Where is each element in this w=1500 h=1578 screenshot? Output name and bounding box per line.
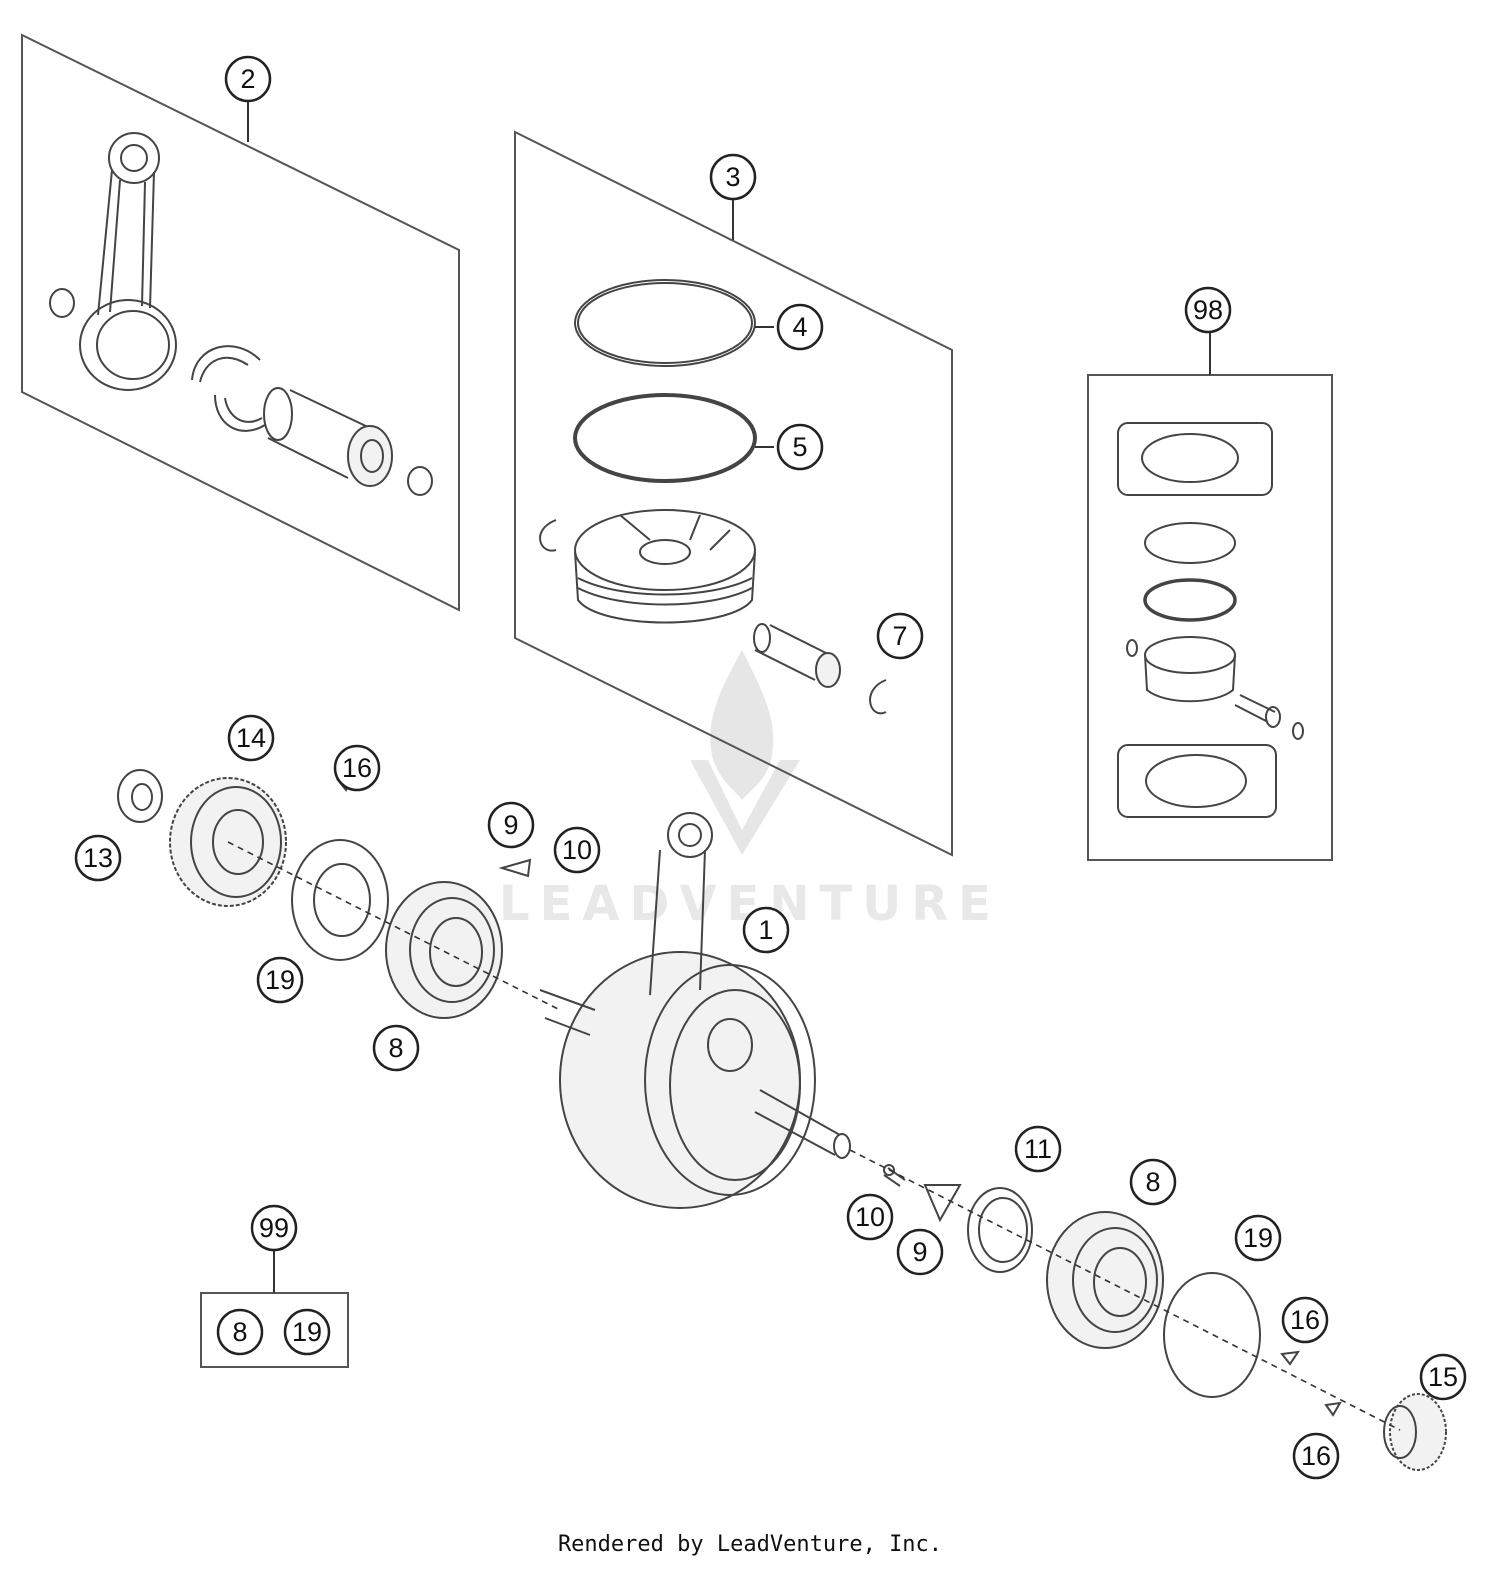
svg-text:19: 19 [1243, 1223, 1273, 1253]
callout-16-right[interactable]: 16 [1281, 1296, 1329, 1344]
callout-11[interactable]: 11 [1014, 1125, 1062, 1173]
svg-text:4: 4 [792, 312, 807, 342]
svg-text:13: 13 [83, 843, 113, 873]
left-side-parts [117, 769, 572, 1019]
head-gasket-illustration [1117, 422, 1273, 496]
callout-16-top[interactable]: 16 [333, 744, 381, 792]
svg-text:16: 16 [1301, 1441, 1331, 1471]
callout-3[interactable]: 3 [709, 153, 757, 201]
crank-pin-illustration [263, 387, 433, 496]
callout-19-kit[interactable]: 19 [283, 1308, 331, 1356]
svg-text:19: 19 [292, 1317, 322, 1347]
callout-4[interactable]: 4 [776, 303, 824, 351]
svg-text:2: 2 [240, 64, 255, 94]
svg-text:10: 10 [562, 835, 592, 865]
svg-text:5: 5 [792, 432, 807, 462]
crankshaft-illustration [539, 812, 851, 1209]
svg-text:16: 16 [342, 753, 372, 783]
right-washer-illustration [1163, 1272, 1261, 1398]
callout-19-right[interactable]: 19 [1234, 1214, 1282, 1262]
callout-5[interactable]: 5 [776, 423, 824, 471]
svg-text:11: 11 [1024, 1134, 1052, 1164]
callout-14[interactable]: 14 [227, 714, 275, 762]
footer-credit: Rendered by LeadVenture, Inc. [557, 1532, 943, 1557]
svg-text:9: 9 [912, 1237, 927, 1267]
circlip-illustration [539, 519, 557, 552]
lock-plate-illustration [923, 1184, 962, 1223]
callout-1[interactable]: 1 [742, 906, 790, 954]
svg-text:15: 15 [1428, 1362, 1458, 1392]
connecting-rod-kit-group [21, 33, 460, 612]
leadventure-watermark: LEADVENTURE [499, 650, 991, 932]
callout-8-left[interactable]: 8 [372, 1024, 420, 1072]
svg-text:8: 8 [232, 1317, 247, 1347]
key-illustration [498, 858, 532, 878]
base-gasket-illustration [1117, 744, 1277, 818]
callout-7[interactable]: 7 [876, 612, 924, 660]
bearing-kit-group [200, 1250, 349, 1368]
connecting-rod-illustration [49, 132, 177, 391]
svg-text:19: 19 [265, 965, 295, 995]
callout-10-left[interactable]: 10 [553, 826, 601, 874]
callout-9-left[interactable]: 9 [487, 801, 535, 849]
callout-8-kit[interactable]: 8 [216, 1308, 264, 1356]
svg-text:10: 10 [855, 1202, 885, 1232]
callout-10-right[interactable]: 10 [846, 1193, 894, 1241]
shim-illustration [291, 839, 389, 961]
piston-ring-5-illustration [573, 393, 757, 483]
callout-16-bottom[interactable]: 16 [1292, 1432, 1340, 1480]
right-side-parts [849, 1149, 1447, 1471]
svg-text:99: 99 [259, 1213, 289, 1243]
piston-kit-group [514, 130, 953, 857]
svg-text:8: 8 [1145, 1167, 1160, 1197]
piston-illustration [574, 509, 756, 624]
callout-19-left[interactable]: 19 [256, 956, 304, 1004]
callout-15[interactable]: 15 [1419, 1353, 1467, 1401]
svg-text:16: 16 [1290, 1305, 1320, 1335]
svg-text:14: 14 [236, 723, 266, 753]
svg-text:3: 3 [725, 162, 740, 192]
right-gear-illustration [1383, 1393, 1447, 1471]
callout-98[interactable]: 98 [1184, 286, 1232, 334]
svg-text:98: 98 [1193, 295, 1223, 325]
bearing-shells-illustration [191, 345, 266, 432]
mini-piston-illustration [1144, 636, 1236, 703]
svg-text:7: 7 [892, 621, 907, 651]
svg-text:9: 9 [503, 810, 518, 840]
callout-9-right[interactable]: 9 [896, 1228, 944, 1276]
callout-8-right[interactable]: 8 [1129, 1158, 1177, 1206]
callout-13[interactable]: 13 [74, 834, 122, 882]
piston-pin-illustration [753, 623, 841, 688]
svg-text:8: 8 [388, 1033, 403, 1063]
right-shim-illustration [967, 1187, 1033, 1273]
nut-illustration [117, 769, 163, 823]
top-end-kit-group [1087, 332, 1333, 861]
bearing-illustration [385, 881, 503, 1019]
svg-text:1: 1 [758, 915, 773, 945]
callout-99[interactable]: 99 [250, 1204, 298, 1252]
callout-2[interactable]: 2 [224, 55, 272, 103]
parts-diagram: LEADVENTURE [21, 33, 1467, 1480]
piston-ring-4-illustration [574, 279, 756, 367]
circlip-illustration-2 [869, 679, 887, 715]
